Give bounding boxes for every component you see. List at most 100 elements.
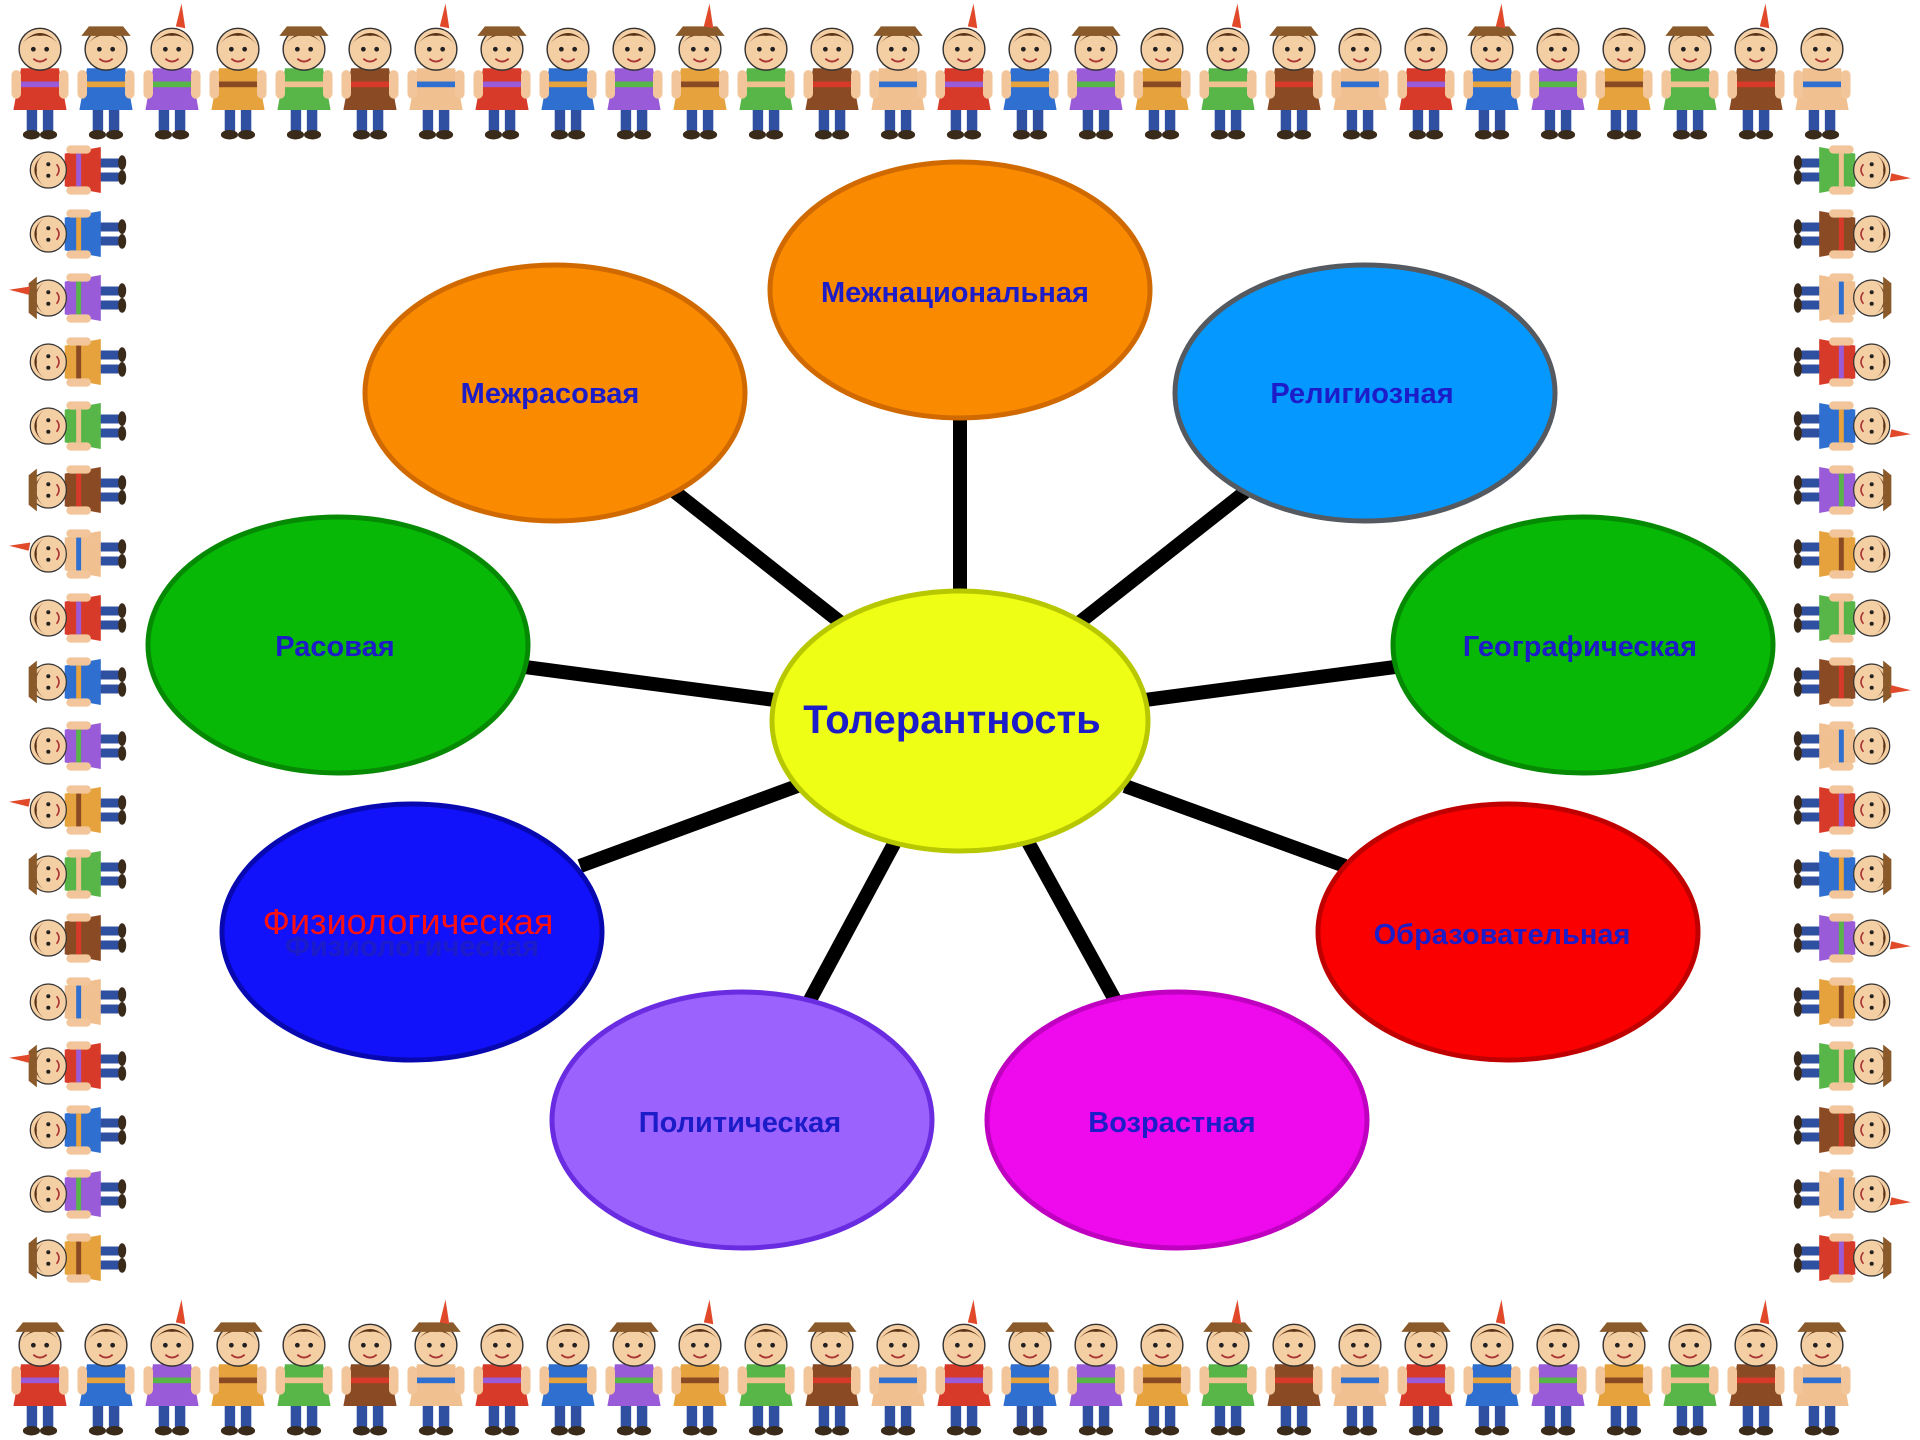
child-figure-icon	[1595, 27, 1653, 140]
ellipse-religioznaya	[1172, 262, 1558, 524]
child-figure-icon	[341, 27, 399, 140]
child-figure-icon	[1331, 27, 1389, 140]
connector-vozrastnaya	[1021, 838, 1122, 1004]
node-rasovaya: Расовая	[145, 514, 531, 776]
child-figure-icon	[1793, 1169, 1912, 1219]
child-figure-icon	[1199, 1299, 1257, 1436]
connector-rasovaya	[524, 660, 776, 707]
child-figure-icon	[1331, 1323, 1389, 1436]
label-vozrastnaya: Возрастная	[1088, 1107, 1255, 1139]
child-figure-icon	[539, 27, 597, 140]
child-figure-icon	[1793, 1041, 1892, 1091]
child-figure-icon	[29, 721, 127, 771]
child-figure-icon	[473, 26, 531, 140]
label-politicheskaya: Политическая	[639, 1107, 841, 1139]
child-figure-icon	[29, 593, 127, 643]
child-figure-icon	[1793, 785, 1891, 835]
label-fiziologicheskaya: Физиологическая	[263, 901, 554, 942]
child-figure-icon	[143, 1299, 201, 1436]
label-mezhnatsionalnaya: Межнациональная	[821, 277, 1089, 309]
connector-fiziologicheskaya	[577, 778, 803, 873]
child-figure-icon	[77, 1323, 135, 1436]
child-figure-icon	[1001, 1322, 1059, 1436]
connector-mezhrasovaya	[670, 486, 845, 628]
child-figure-icon	[1793, 977, 1891, 1027]
center-ellipse	[769, 588, 1151, 854]
label-religioznaya: Религиозная	[1270, 378, 1453, 410]
ellipse-rasovaya	[145, 514, 531, 776]
child-figure-icon	[869, 26, 927, 140]
node-mezhrasovaya: Межрасовая	[362, 262, 748, 524]
child-figure-icon	[28, 1233, 127, 1283]
child-figure-icon	[1133, 27, 1191, 140]
child-figure-icon	[1793, 401, 1912, 451]
child-figure-icon	[737, 27, 795, 140]
child-figure-icon	[28, 465, 127, 515]
child-figure-icon	[1463, 1299, 1521, 1436]
child-figure-icon	[143, 3, 201, 140]
child-figure-icon	[11, 27, 69, 140]
child-figure-icon	[11, 1322, 69, 1436]
connector-geograficheskaya	[1144, 660, 1396, 707]
child-figure-icon	[935, 3, 993, 140]
ellipse-fiziologicheskaya	[219, 801, 605, 1063]
child-figure-icon	[1793, 145, 1912, 195]
child-figure-icon	[209, 27, 267, 140]
child-figure-icon	[1067, 1323, 1125, 1436]
ellipse-politicheskaya	[549, 989, 935, 1251]
node-obrazovatelnaya: Образовательная	[1315, 801, 1701, 1063]
label-shadow-fiziologicheskaya: Физиологическая	[285, 931, 539, 963]
child-figure-icon	[1793, 593, 1891, 643]
node-mezhnatsionalnaya: Межнациональная	[767, 159, 1153, 421]
child-figure-icon	[275, 26, 333, 140]
child-figure-icon	[29, 145, 127, 195]
child-figure-icon	[1793, 657, 1912, 707]
branch-nodes: МежнациональнаяРелигиознаяГеографическая…	[145, 159, 1776, 1251]
label-obrazovatelnaya: Образовательная	[1374, 919, 1631, 951]
child-figure-icon	[605, 1322, 663, 1436]
label-rasovaya: Расовая	[275, 631, 394, 663]
child-figure-icon	[1793, 337, 1891, 387]
child-figure-icon	[1793, 1105, 1891, 1155]
child-figure-icon	[29, 209, 127, 259]
child-figure-icon	[671, 3, 729, 140]
ellipse-mezhrasovaya	[362, 262, 748, 524]
child-figure-icon	[1793, 1233, 1892, 1283]
child-figure-icon	[29, 977, 127, 1027]
child-figure-icon	[539, 1323, 597, 1436]
children-border-icon	[8, 3, 1912, 1436]
ellipse-obrazovatelnaya	[1315, 801, 1701, 1063]
child-figure-icon	[473, 1323, 531, 1436]
child-figure-icon	[803, 1322, 861, 1436]
child-figure-icon	[275, 1323, 333, 1436]
ellipse-vozrastnaya	[984, 989, 1370, 1251]
child-figure-icon	[1793, 273, 1892, 323]
child-figure-icon	[28, 657, 127, 707]
child-figure-icon	[8, 273, 127, 323]
node-vozrastnaya: Возрастная	[984, 989, 1370, 1251]
connector-lines	[524, 420, 1396, 1004]
child-figure-icon	[1727, 1299, 1785, 1436]
child-figure-icon	[1265, 1323, 1323, 1436]
label-mezhrasovaya: Межрасовая	[461, 378, 640, 410]
child-figure-icon	[1067, 26, 1125, 140]
child-figure-icon	[29, 401, 127, 451]
node-geograficheskaya: Географическая	[1390, 514, 1776, 776]
child-figure-icon	[1727, 3, 1785, 140]
child-figure-icon	[1793, 27, 1851, 140]
center-label: Толерантность	[803, 698, 1100, 742]
child-figure-icon	[1595, 1322, 1653, 1436]
child-figure-icon	[8, 785, 127, 835]
child-figure-icon	[1001, 27, 1059, 140]
ellipse-mezhnatsionalnaya	[767, 159, 1153, 421]
child-figure-icon	[341, 1323, 399, 1436]
child-figure-icon	[1397, 1322, 1455, 1436]
child-figure-icon	[1265, 26, 1323, 140]
child-figure-icon	[1133, 1323, 1191, 1436]
child-figure-icon	[803, 27, 861, 140]
child-figure-icon	[407, 1299, 465, 1436]
child-figure-icon	[29, 1105, 127, 1155]
